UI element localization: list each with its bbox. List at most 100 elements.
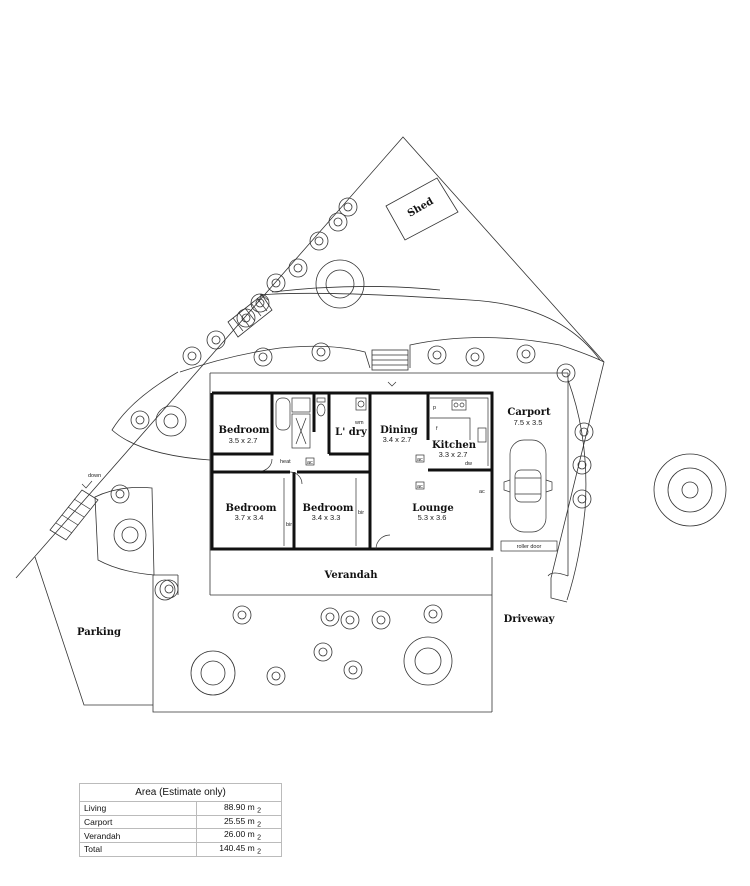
- carport-area: roller door: [500, 439, 558, 552]
- area-unit-sup: 2: [257, 820, 261, 829]
- shrub-icon: [316, 347, 326, 357]
- interior-fixtures: wm p f dw heat ac ac ac ac bir bir: [259, 381, 489, 550]
- tree-icon: [325, 269, 355, 299]
- shrub-icon: [115, 489, 125, 499]
- ac-lounge2-label: ac: [479, 489, 485, 495]
- dw-label: dw: [465, 461, 472, 467]
- down-label: down: [88, 473, 101, 479]
- roller-door-label: roller door: [517, 544, 542, 550]
- area-value: 88.90: [223, 802, 246, 812]
- shrub-icon: [340, 610, 360, 630]
- area-table-title: Area (Estimate only): [79, 783, 282, 802]
- area-table-header: Area (Estimate only): [79, 783, 282, 802]
- verandah-area: Verandah: [152, 372, 569, 713]
- shrub-icon: [521, 349, 531, 359]
- shrub-icon: [572, 489, 592, 509]
- bedroom1-name: Bedroom: [219, 425, 270, 436]
- landscape-trees: [113, 259, 727, 696]
- area-unit: m: [247, 843, 255, 854]
- lounge-size: 5.3 x 3.6: [418, 513, 447, 522]
- shrub-icon: [348, 665, 358, 675]
- shrub-icon: [266, 666, 286, 686]
- area-label: Total: [79, 842, 197, 857]
- shrub-icon: [309, 231, 329, 251]
- bedroom2-name: Bedroom: [226, 503, 277, 514]
- shrub-icon: [343, 202, 353, 212]
- shrub-icon: [320, 607, 340, 627]
- room-labels: Bedroom 3.5 x 2.7 L' dry Dining 3.4 x 2.…: [77, 407, 556, 638]
- area-value: 140.45: [219, 843, 246, 854]
- shrub-icon: [343, 660, 363, 680]
- area-table: Area (Estimate only) Living 88.90 m 2 Ca…: [79, 783, 282, 857]
- driveway-label: Driveway: [504, 614, 556, 625]
- dining-name: Dining: [380, 425, 418, 436]
- bedroom1-size: 3.5 x 2.7: [229, 436, 258, 445]
- shrub-icon: [371, 610, 391, 630]
- shrub-icon: [338, 197, 358, 217]
- shrub-icon: [159, 579, 179, 599]
- bedroom2-size: 3.7 x 3.4: [235, 513, 264, 522]
- shrub-icon: [423, 604, 443, 624]
- bir-label-2: bir: [358, 510, 364, 516]
- shrub-icon: [579, 427, 589, 437]
- area-row-living: Living 88.90 m 2: [79, 801, 282, 816]
- area-row-carport: Carport 25.55 m 2: [79, 814, 282, 830]
- laundry-name: L' dry: [335, 427, 368, 438]
- area-row-total: Total 140.45 m 2: [79, 842, 282, 857]
- site-boundary: [15, 136, 605, 706]
- ac-lounge-label: ac: [417, 484, 423, 490]
- shrub-icon: [241, 313, 251, 323]
- shrub-icon: [255, 298, 265, 308]
- shrub-icon: [556, 363, 576, 383]
- shrub-icon: [135, 415, 145, 425]
- tree-icon: [163, 413, 179, 429]
- area-unit: m: [247, 815, 255, 826]
- shrub-icon: [271, 671, 281, 681]
- shrub-icon: [211, 335, 221, 345]
- left-stairs: down: [49, 473, 101, 541]
- tree-icon: [154, 579, 176, 601]
- area-unit-sup: 2: [257, 847, 261, 856]
- area-label: Living: [79, 801, 197, 816]
- shrub-icon: [182, 346, 202, 366]
- shrub-icon: [110, 484, 130, 504]
- area-row-verandah: Verandah 26.00 m 2: [79, 828, 282, 844]
- kitchen-name: Kitchen: [432, 440, 477, 451]
- shrub-icon: [577, 494, 587, 504]
- shrub-icon: [293, 263, 303, 273]
- area-label: Carport: [79, 814, 197, 830]
- wm-label: wm: [354, 420, 364, 426]
- shrub-icon: [428, 609, 438, 619]
- shrub-icon: [345, 615, 355, 625]
- shrub-icon: [206, 330, 226, 350]
- tree-icon: [315, 259, 365, 309]
- shrub-icon: [432, 350, 442, 360]
- dining-size: 3.4 x 2.7: [383, 435, 412, 444]
- shrub-icon: [574, 422, 594, 442]
- area-value: 25.55: [223, 815, 246, 826]
- tree-icon: [681, 481, 699, 499]
- area-unit: m: [247, 829, 255, 840]
- shrub-icon: [271, 278, 281, 288]
- shrub-icon: [470, 352, 480, 362]
- shrub-icon: [311, 342, 331, 362]
- kitchen-size: 3.3 x 2.7: [439, 450, 468, 459]
- bedroom3-size: 3.4 x 3.3: [312, 513, 341, 522]
- tree-icon: [200, 660, 226, 686]
- tree-icon: [113, 518, 147, 552]
- tree-icon: [667, 467, 713, 513]
- ac-dining-label: ac: [417, 457, 423, 463]
- ac-hall-label: ac: [307, 460, 313, 466]
- shrub-icon: [465, 347, 485, 367]
- fridge-label: f: [436, 426, 438, 432]
- shrub-icon: [237, 610, 247, 620]
- shrub-icon: [164, 584, 174, 594]
- shrub-icon: [561, 368, 571, 378]
- area-unit-sup: 2: [257, 834, 261, 843]
- area-unit: m: [247, 802, 255, 812]
- area-value: 26.00: [223, 829, 246, 840]
- shrub-icon: [313, 642, 333, 662]
- shrub-icon: [516, 344, 536, 364]
- shrub-icon: [318, 647, 328, 657]
- lounge-name: Lounge: [412, 503, 454, 514]
